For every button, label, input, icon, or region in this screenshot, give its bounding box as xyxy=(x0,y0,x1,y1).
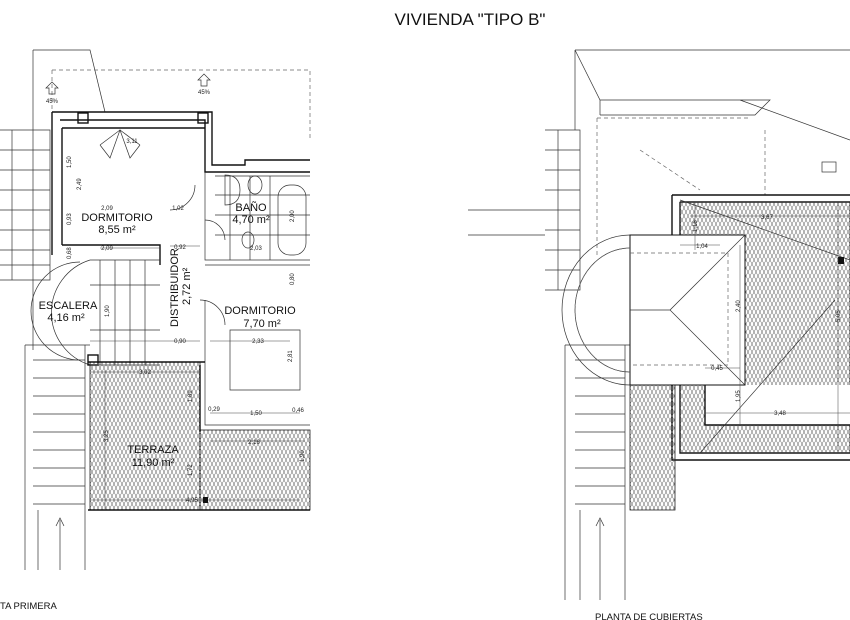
room-area: 4,16 m² xyxy=(47,312,85,324)
room-area: 11,90 m² xyxy=(132,457,175,469)
dimension: 2,49 xyxy=(77,178,83,190)
dimension-labels: 1,16 3,67 1,04 2,40 0,45 1,95 3,48 5,05 xyxy=(693,215,842,417)
dimension: 3,25 xyxy=(104,430,110,442)
dimension: 2,03 xyxy=(250,246,262,252)
dimension: 1,95 xyxy=(736,390,742,402)
room-name: DISTRIBUIDOR xyxy=(169,248,181,327)
dimension: 1,90 xyxy=(300,450,306,462)
dimension: 0,80 xyxy=(290,273,296,285)
dimension: 0,90 xyxy=(174,339,186,345)
first-floor-plan: 45% 45% DORMITORIO 8,55 m² BAÑO 4,70 m² … xyxy=(0,49,311,612)
slope-label: 45% xyxy=(198,90,211,96)
dimension: 3,48 xyxy=(774,411,786,417)
dimension: 2,00 xyxy=(290,210,296,222)
room-area: 8,55 m² xyxy=(98,224,136,236)
exterior-wall xyxy=(52,111,310,173)
plan-caption: PLANTA DE CUBIERTAS xyxy=(595,612,703,620)
plan-caption: TA PRIMERA xyxy=(0,601,57,612)
dimension: 1,02 xyxy=(172,206,184,212)
dimension-labels: 3,11 1,50 2,49 2,09 1,02 0,93 2,09 0,92 … xyxy=(67,139,306,504)
roof-outline xyxy=(32,49,106,350)
dimension: 1,89 xyxy=(188,390,194,402)
bathtub xyxy=(277,184,307,256)
dimension: 4,95 xyxy=(186,498,198,504)
dimension: 2,09 xyxy=(101,206,113,212)
dimension: 0,45 xyxy=(711,366,723,372)
roof-ridge-lines xyxy=(574,49,850,141)
room-name: TERRAZA xyxy=(127,444,179,456)
room-area: 7,70 m² xyxy=(243,318,281,330)
room-name: ESCALERA xyxy=(39,300,98,312)
dimension: 3,11 xyxy=(126,139,138,145)
dimension: 2,81 xyxy=(288,350,294,362)
room-area: 2,72 m² xyxy=(181,267,193,305)
bidet xyxy=(241,231,255,249)
room-name: DORMITORIO xyxy=(224,305,296,317)
room-area: 4,70 m² xyxy=(232,214,270,226)
exterior-stairs-lower xyxy=(24,344,90,570)
dimension: 1,16 xyxy=(693,220,699,232)
slope-label: 45% xyxy=(46,99,59,105)
dimension: 0,29 xyxy=(208,407,220,413)
exterior-stairs-upper xyxy=(0,129,51,281)
dimension: 1,50 xyxy=(250,411,262,417)
room-name: DORMITORIO xyxy=(81,212,153,224)
dimension: 2,16 xyxy=(248,440,260,446)
dimension: 3,02 xyxy=(139,370,151,376)
room-name: BAÑO xyxy=(235,201,267,214)
dimension: 5,05 xyxy=(836,310,842,322)
dimension: 1,72 xyxy=(188,464,194,476)
exterior-stairs-upper xyxy=(545,129,581,291)
dimension: 3,67 xyxy=(761,215,773,221)
dimension: 0,93 xyxy=(67,213,73,225)
dimension: 1,50 xyxy=(67,156,73,168)
exterior-stairs-lower xyxy=(564,344,630,600)
dimension: 2,09 xyxy=(101,246,113,252)
dimension: 1,90 xyxy=(105,305,111,317)
roof-plan: 1,16 3,67 1,04 2,40 0,45 1,95 3,48 5,05 … xyxy=(468,49,850,620)
dimension: 2,33 xyxy=(252,339,264,345)
dimension: 0,92 xyxy=(174,245,186,251)
dimension: 2,40 xyxy=(736,300,742,312)
dimension: 0,68 xyxy=(67,247,73,259)
washbasin xyxy=(224,174,241,206)
page-title: VIVIENDA "TIPO B" xyxy=(395,10,546,29)
dimension: 0,46 xyxy=(292,408,304,414)
dimension: 1,04 xyxy=(696,244,708,250)
